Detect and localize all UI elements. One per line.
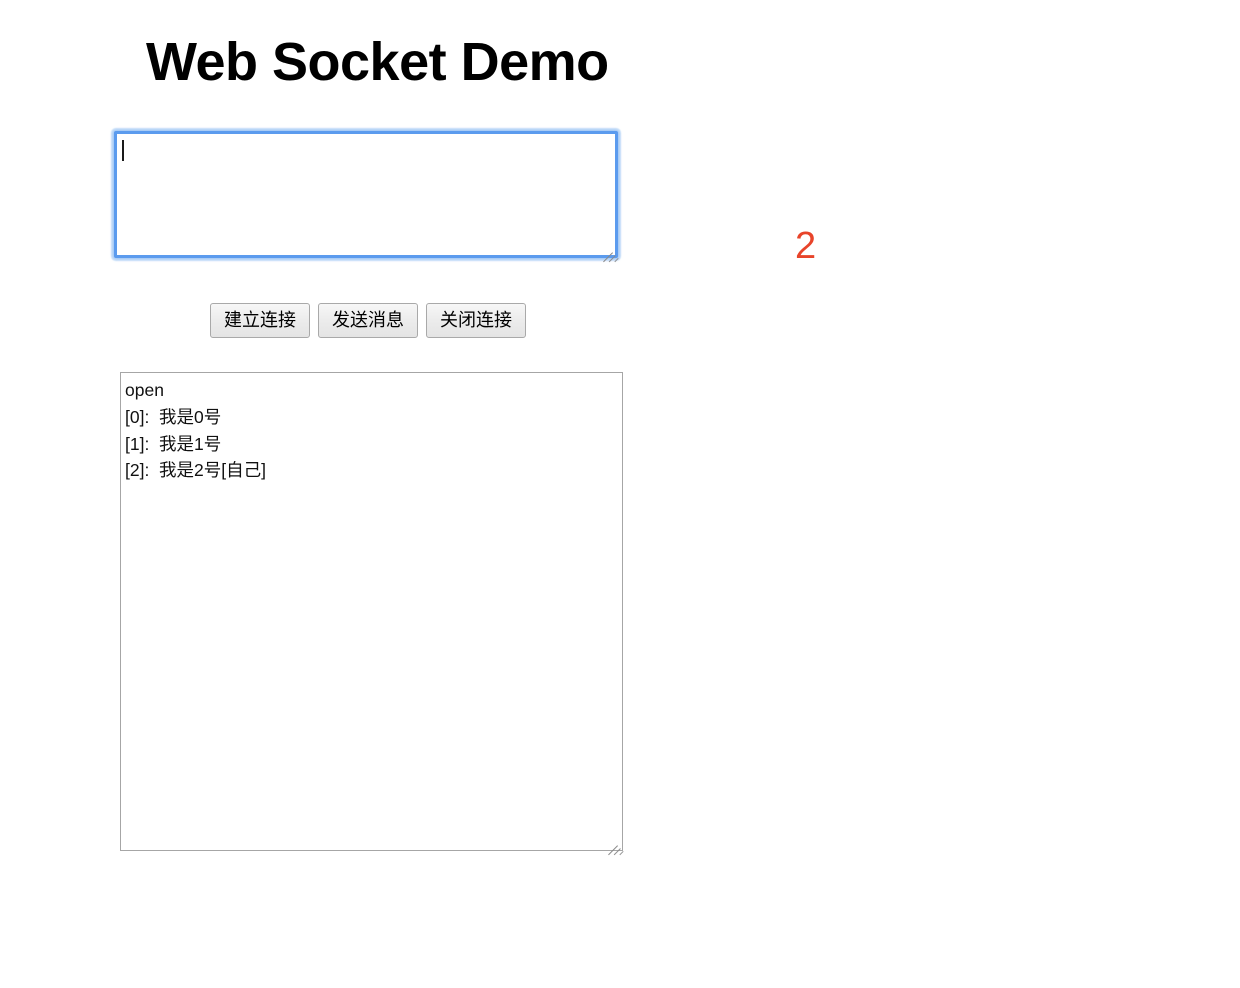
message-input-container [114, 131, 619, 263]
page-title: Web Socket Demo [146, 32, 609, 92]
close-button[interactable]: 关闭连接 [426, 303, 526, 338]
connect-button[interactable]: 建立连接 [210, 303, 310, 338]
client-counter: 2 [795, 225, 817, 267]
log-output[interactable] [120, 372, 623, 851]
log-output-container [120, 372, 624, 856]
text-cursor [122, 140, 124, 161]
send-message-button[interactable]: 发送消息 [318, 303, 418, 338]
action-button-row: 建立连接 发送消息 关闭连接 [210, 303, 526, 338]
message-input[interactable] [114, 131, 618, 258]
